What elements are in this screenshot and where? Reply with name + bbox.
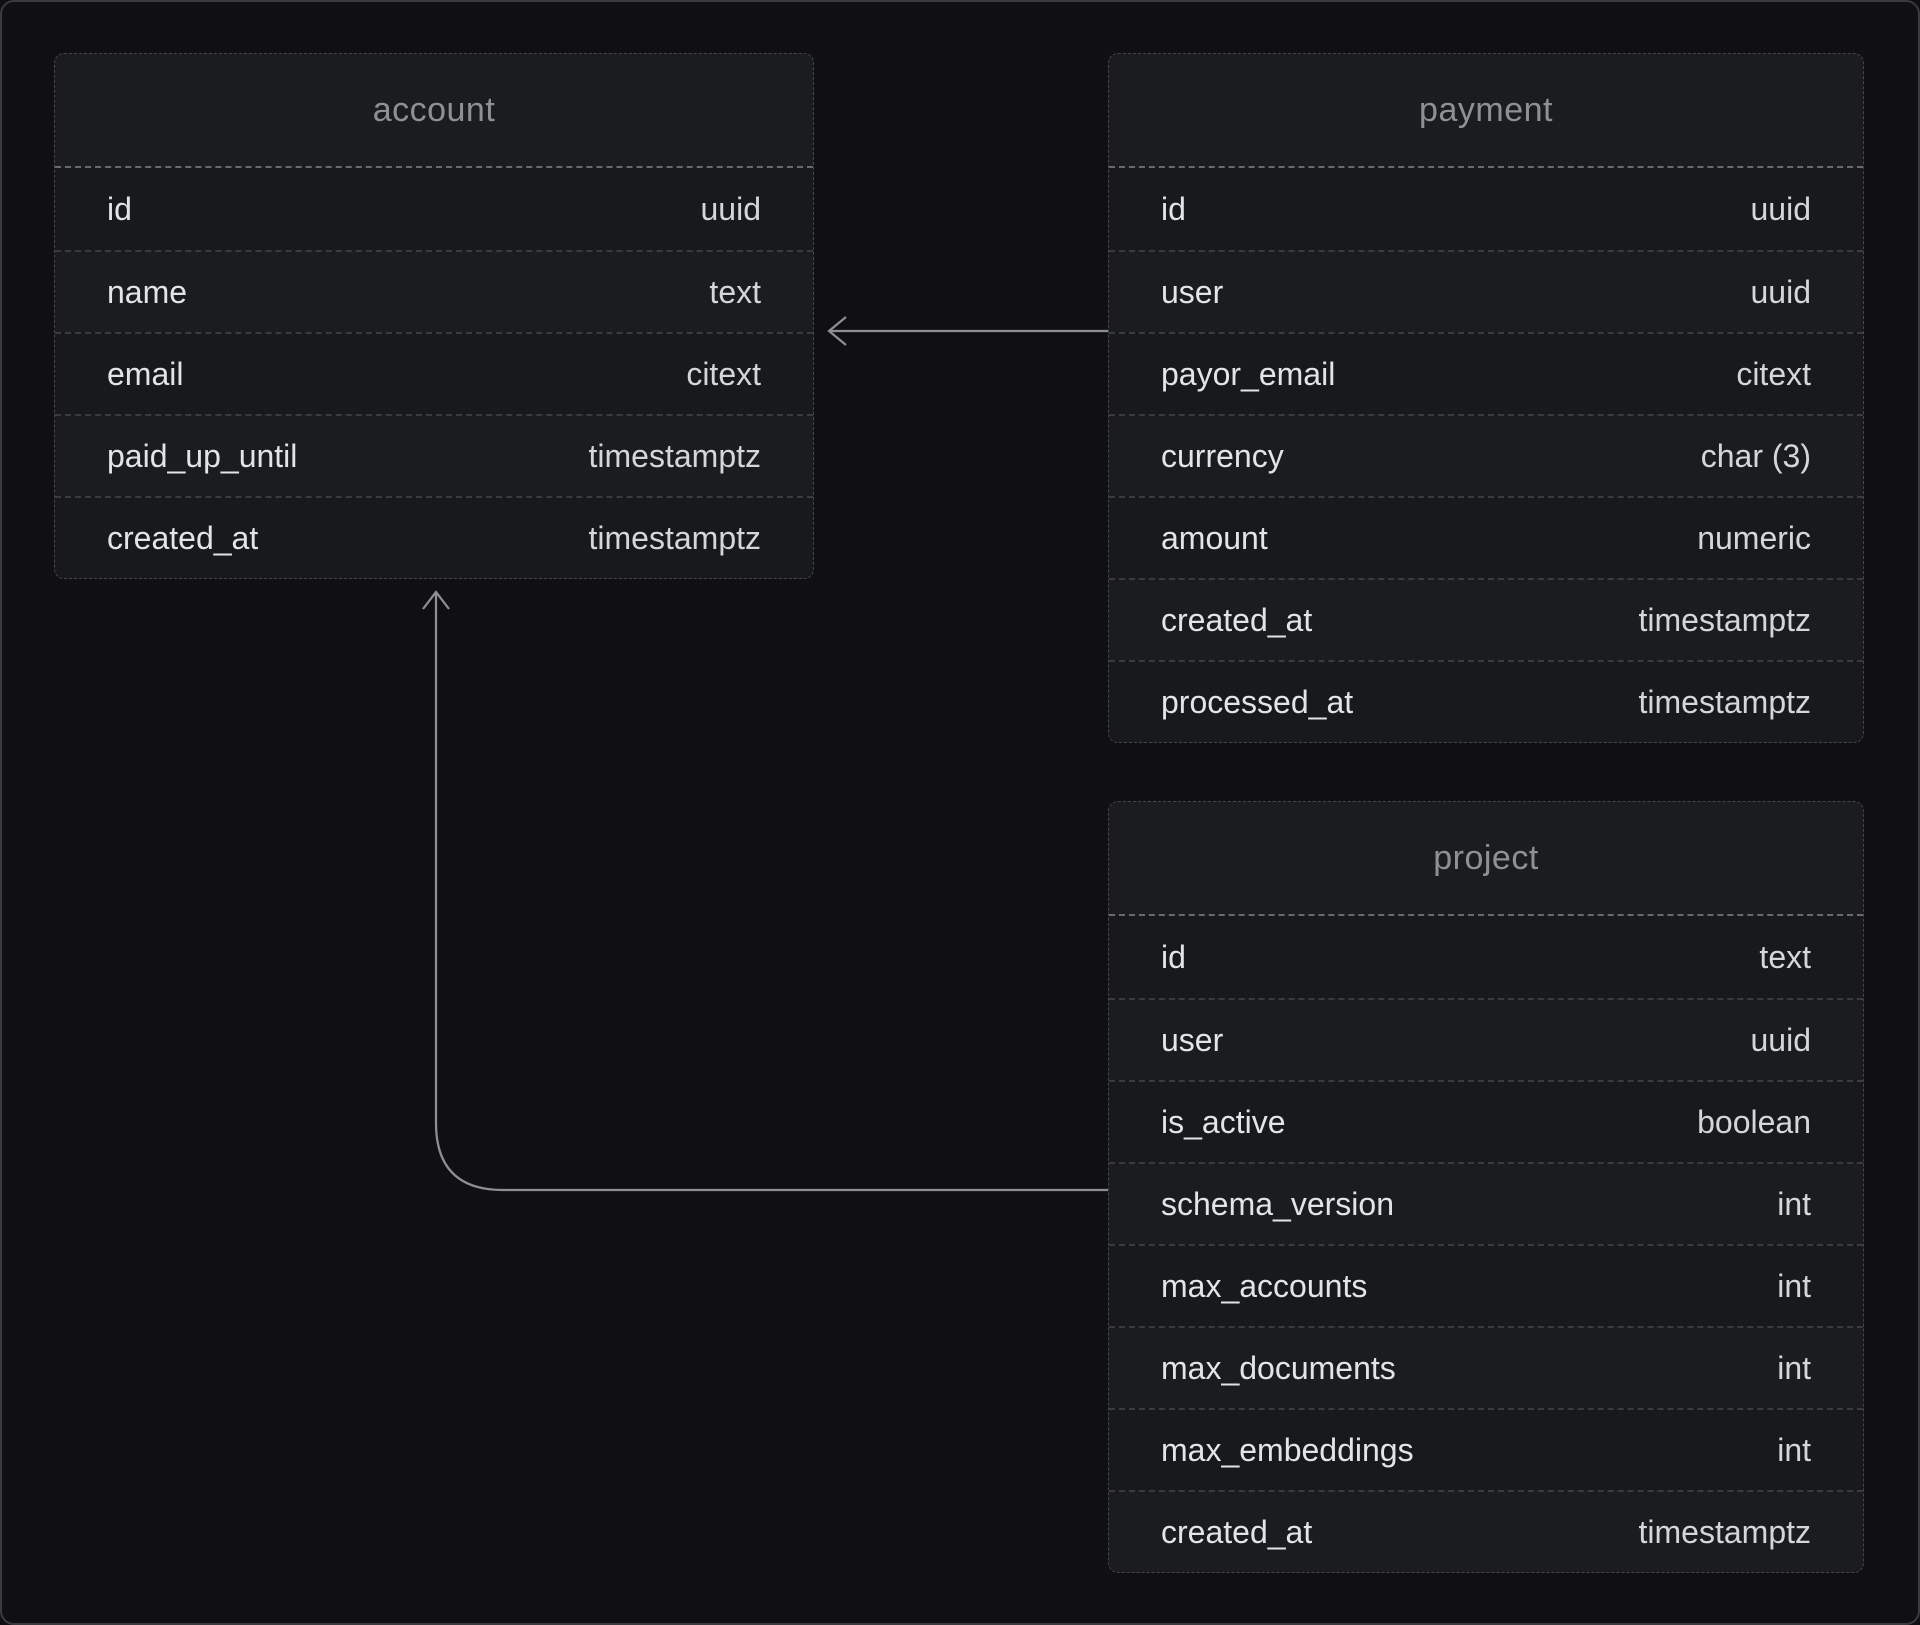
column-type: citext xyxy=(686,355,761,392)
relationship-arrowhead-payment-to-account xyxy=(827,316,847,346)
column-type: uuid xyxy=(1750,190,1812,227)
column-type: timestamptz xyxy=(1638,601,1811,638)
column-row[interactable]: payor_email citext xyxy=(1109,332,1863,414)
column-name: max_accounts xyxy=(1161,1267,1368,1304)
column-name: id xyxy=(1161,938,1186,975)
table-project-header[interactable]: project xyxy=(1109,802,1863,916)
column-row[interactable]: created_at timestamptz xyxy=(55,496,813,578)
column-name: amount xyxy=(1161,519,1268,556)
column-name: max_embeddings xyxy=(1161,1431,1414,1468)
column-name: schema_version xyxy=(1161,1185,1394,1222)
column-row[interactable]: created_at timestamptz xyxy=(1109,1490,1863,1572)
table-project-rows: id text user uuid is_active boolean schema_ver… xyxy=(1109,916,1863,1572)
column-name: max_documents xyxy=(1161,1349,1396,1386)
column-row[interactable]: user uuid xyxy=(1109,998,1863,1080)
relationship-arrowhead-project-to-account xyxy=(422,590,450,610)
column-name: email xyxy=(107,355,184,392)
column-row[interactable]: processed_at timestamptz xyxy=(1109,660,1863,742)
table-account-header[interactable]: account xyxy=(55,54,813,168)
column-type: text xyxy=(1759,938,1811,975)
column-type: uuid xyxy=(700,190,762,227)
table-title: payment xyxy=(1419,90,1553,129)
column-row[interactable]: max_embeddings int xyxy=(1109,1408,1863,1490)
column-name: paid_up_until xyxy=(107,437,298,474)
column-type: uuid xyxy=(1750,273,1812,310)
column-type: numeric xyxy=(1697,519,1811,556)
column-type: uuid xyxy=(1750,1021,1812,1058)
column-row[interactable]: user uuid xyxy=(1109,250,1863,332)
column-name: processed_at xyxy=(1161,683,1354,720)
column-row[interactable]: max_documents int xyxy=(1109,1326,1863,1408)
column-row[interactable]: paid_up_until timestamptz xyxy=(55,414,813,496)
column-row[interactable]: is_active boolean xyxy=(1109,1080,1863,1162)
column-type: int xyxy=(1777,1267,1811,1304)
column-name: payor_email xyxy=(1161,355,1336,392)
column-type: int xyxy=(1777,1349,1811,1386)
column-row[interactable]: created_at timestamptz xyxy=(1109,578,1863,660)
column-type: timestamptz xyxy=(588,519,761,556)
column-type: text xyxy=(709,273,761,310)
table-payment-header[interactable]: payment xyxy=(1109,54,1863,168)
column-type: char (3) xyxy=(1700,437,1811,474)
column-name: id xyxy=(1161,190,1186,227)
column-row[interactable]: schema_version int xyxy=(1109,1162,1863,1244)
column-name: user xyxy=(1161,1021,1224,1058)
table-account[interactable]: account id uuid name text email citext paid_up… xyxy=(54,53,814,579)
column-type: int xyxy=(1777,1431,1811,1468)
column-type: timestamptz xyxy=(588,437,761,474)
column-row[interactable]: currency char (3) xyxy=(1109,414,1863,496)
table-payment[interactable]: payment id uuid user uuid payor_email citext c… xyxy=(1108,53,1864,743)
column-row[interactable]: name text xyxy=(55,250,813,332)
column-row[interactable]: amount numeric xyxy=(1109,496,1863,578)
column-type: timestamptz xyxy=(1638,683,1811,720)
column-type: citext xyxy=(1736,355,1811,392)
column-name: user xyxy=(1161,273,1224,310)
column-name: created_at xyxy=(107,519,259,556)
column-row[interactable]: max_accounts int xyxy=(1109,1244,1863,1326)
column-row[interactable]: id uuid xyxy=(1109,168,1863,250)
column-row[interactable]: email citext xyxy=(55,332,813,414)
column-name: created_at xyxy=(1161,1513,1313,1550)
column-name: name xyxy=(107,273,188,310)
column-name: id xyxy=(107,190,132,227)
column-name: created_at xyxy=(1161,601,1313,638)
column-type: int xyxy=(1777,1185,1811,1222)
table-title: project xyxy=(1433,838,1539,877)
column-row[interactable]: id text xyxy=(1109,916,1863,998)
table-project[interactable]: project id text user uuid is_active boolean sc… xyxy=(1108,801,1864,1573)
table-title: account xyxy=(372,90,496,129)
column-name: is_active xyxy=(1161,1103,1286,1140)
relationship-arrow-project-to-account[interactable] xyxy=(434,593,1108,1192)
column-type: timestamptz xyxy=(1638,1513,1811,1550)
column-name: currency xyxy=(1161,437,1284,474)
column-type: boolean xyxy=(1697,1103,1811,1140)
column-row[interactable]: id uuid xyxy=(55,168,813,250)
